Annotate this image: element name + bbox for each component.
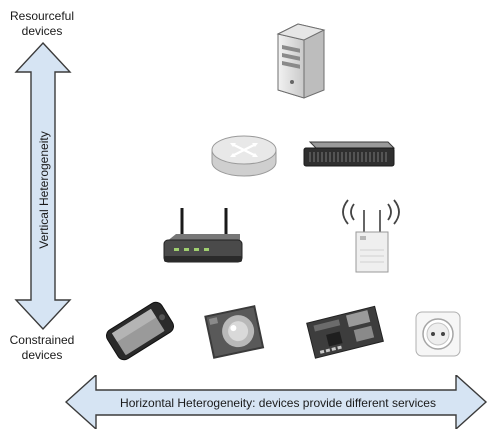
vertical-heterogeneity-text: Vertical Heterogeneity [37, 131, 51, 248]
router-icon [211, 135, 277, 177]
horizontal-heterogeneity-text: Horizontal Heterogeneity: devices provid… [120, 396, 436, 410]
camera-sensor-icon [202, 302, 266, 360]
resourceful-line1: Resourceful [9, 9, 75, 23]
horizontal-heterogeneity-arrow: Horizontal Heterogeneity: devices provid… [64, 375, 488, 429]
power-outlet-icon [415, 311, 461, 357]
wireless-access-point-icon [163, 208, 243, 263]
resourceful-line2: devices [21, 24, 63, 38]
constrained-line2: devices [21, 348, 63, 362]
embedded-board-icon [304, 300, 388, 362]
wireless-sensor-node-icon [342, 199, 400, 273]
resourceful-devices-label: Resourceful devices [2, 9, 82, 39]
vertical-heterogeneity-arrow: Vertical Heterogeneity [14, 41, 72, 331]
smartphone-icon [105, 301, 175, 361]
network-switch-icon [303, 141, 396, 167]
constrained-devices-label: Constrained devices [0, 333, 84, 363]
server-icon [276, 23, 326, 99]
constrained-line1: Constrained [9, 333, 75, 347]
